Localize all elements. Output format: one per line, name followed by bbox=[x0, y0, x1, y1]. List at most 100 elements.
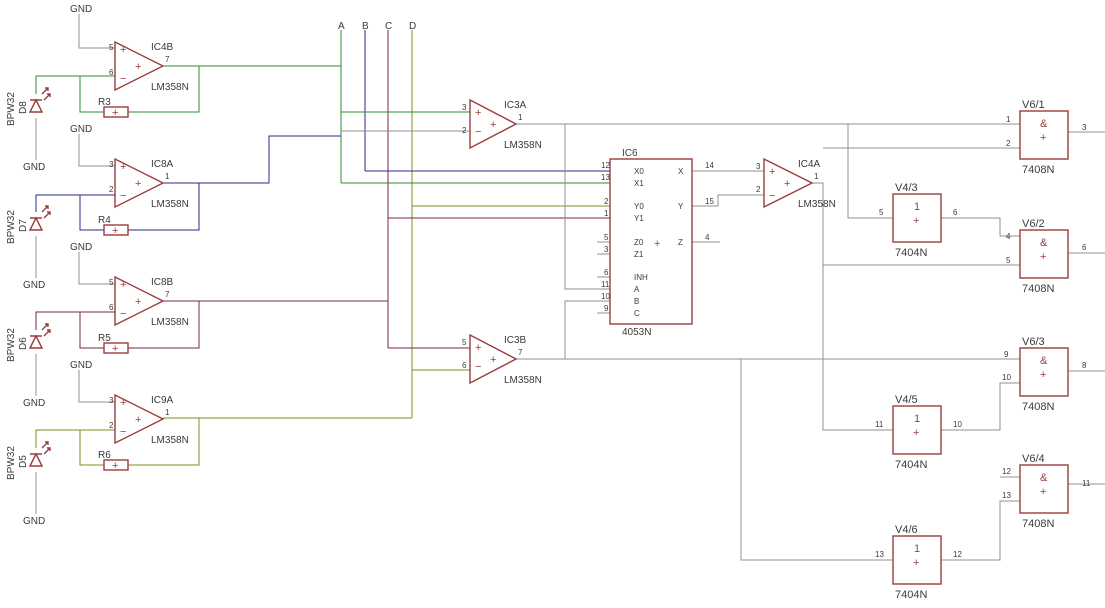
svg-text:10: 10 bbox=[953, 420, 962, 429]
svg-text:2: 2 bbox=[462, 126, 467, 135]
photodiode-d7: BPW32 D7 bbox=[6, 205, 51, 244]
svg-text:−: − bbox=[120, 426, 126, 438]
svg-text:V6/1: V6/1 bbox=[1022, 99, 1045, 111]
photodiode-d6: BPW32 D6 bbox=[6, 323, 51, 362]
svg-text:12: 12 bbox=[953, 550, 962, 559]
svg-text:&: & bbox=[1040, 118, 1048, 130]
svg-text:V4/3: V4/3 bbox=[895, 182, 918, 194]
svg-text:10: 10 bbox=[601, 292, 610, 301]
svg-text:8: 8 bbox=[1082, 361, 1087, 370]
svg-text:−: − bbox=[120, 190, 126, 202]
svg-text:9: 9 bbox=[1004, 350, 1009, 359]
svg-text:7408N: 7408N bbox=[1022, 164, 1054, 176]
svg-text:IC3B: IC3B bbox=[504, 335, 527, 346]
svg-text:IC9A: IC9A bbox=[151, 395, 174, 406]
svg-text:1: 1 bbox=[165, 172, 170, 181]
svg-text:+: + bbox=[1040, 251, 1046, 263]
bus-labels: A B C D bbox=[338, 21, 416, 32]
svg-text:IC6: IC6 bbox=[622, 148, 638, 159]
svg-text:+: + bbox=[913, 557, 919, 569]
opamp-ic4a: +−+ 3 2 1 IC4A LM358N bbox=[756, 157, 836, 210]
svg-text:Z1: Z1 bbox=[634, 250, 644, 259]
gnd-label: GND bbox=[23, 398, 45, 409]
svg-text:1: 1 bbox=[814, 172, 819, 181]
svg-text:+: + bbox=[120, 397, 126, 409]
svg-text:C: C bbox=[634, 309, 640, 318]
svg-text:LM358N: LM358N bbox=[151, 82, 189, 93]
svg-text:+: + bbox=[769, 166, 775, 178]
svg-text:+: + bbox=[490, 354, 496, 366]
svg-text:Y1: Y1 bbox=[634, 214, 644, 223]
gnd-label: GND bbox=[23, 516, 45, 527]
svg-text:IC3A: IC3A bbox=[504, 100, 527, 111]
svg-text:1: 1 bbox=[165, 408, 170, 417]
svg-text:V6/4: V6/4 bbox=[1022, 453, 1045, 465]
and-gate-v6-2: & + 4 5 6 V6/2 7408N bbox=[1006, 218, 1087, 295]
resistor-r6: + R6 bbox=[98, 450, 129, 472]
svg-text:12: 12 bbox=[601, 161, 610, 170]
svg-text:+: + bbox=[112, 460, 118, 472]
svg-text:−: − bbox=[120, 308, 126, 320]
mux-ic6: IC6 4053N + 12 X0 13 X1 2 Y0 1 Y1 5 Z0 3… bbox=[601, 148, 714, 338]
svg-text:+: + bbox=[913, 427, 919, 439]
svg-text:13: 13 bbox=[601, 173, 610, 182]
svg-text:7: 7 bbox=[518, 348, 523, 357]
inverter-v4-3: 1 + 5 6 V4/3 7404N bbox=[879, 182, 958, 259]
svg-text:+: + bbox=[490, 119, 496, 131]
svg-text:+: + bbox=[120, 161, 126, 173]
photodiode-d5: BPW32 D5 bbox=[6, 441, 51, 480]
svg-text:10: 10 bbox=[1002, 373, 1011, 382]
gnd-label: GND bbox=[70, 360, 92, 371]
gnd-label: GND bbox=[70, 4, 92, 15]
svg-text:4: 4 bbox=[705, 233, 710, 242]
svg-text:14: 14 bbox=[705, 161, 714, 170]
svg-text:3: 3 bbox=[109, 160, 114, 169]
svg-text:+: + bbox=[135, 61, 141, 73]
svg-text:+: + bbox=[1040, 486, 1046, 498]
svg-text:6: 6 bbox=[109, 303, 114, 312]
opamp-ic9a: +−+ 3 2 1 IC9A LM358N bbox=[109, 393, 189, 446]
svg-text:+: + bbox=[120, 44, 126, 56]
svg-text:Y0: Y0 bbox=[634, 202, 644, 211]
svg-text:+: + bbox=[135, 296, 141, 308]
svg-text:7408N: 7408N bbox=[1022, 283, 1054, 295]
and-gate-v6-3: & + 9 10 8 V6/3 7408N bbox=[1002, 336, 1087, 413]
svg-text:7404N: 7404N bbox=[895, 459, 927, 471]
svg-text:2: 2 bbox=[109, 185, 114, 194]
svg-text:11: 11 bbox=[601, 280, 610, 289]
photodiode-d8: BPW32 D8 bbox=[6, 87, 51, 126]
svg-text:+: + bbox=[1040, 132, 1046, 144]
svg-text:6: 6 bbox=[1082, 243, 1087, 252]
svg-text:D7: D7 bbox=[18, 219, 29, 232]
svg-text:IC8A: IC8A bbox=[151, 159, 174, 170]
ground-labels: GND GND GND GND GND GND GND GND bbox=[23, 4, 92, 527]
svg-text:3: 3 bbox=[1082, 123, 1087, 132]
svg-text:IC4B: IC4B bbox=[151, 42, 174, 53]
svg-text:2: 2 bbox=[604, 197, 609, 206]
svg-text:+: + bbox=[120, 279, 126, 291]
svg-text:BPW32: BPW32 bbox=[6, 210, 17, 244]
svg-text:4053N: 4053N bbox=[622, 327, 651, 338]
svg-text:11: 11 bbox=[1082, 479, 1091, 488]
opamp-ic8b: +−+ 5 6 7 IC8B LM358N bbox=[109, 275, 189, 328]
svg-text:BPW32: BPW32 bbox=[6, 446, 17, 480]
svg-text:5: 5 bbox=[879, 208, 884, 217]
svg-text:2: 2 bbox=[109, 421, 114, 430]
svg-text:3: 3 bbox=[462, 103, 467, 112]
svg-text:2: 2 bbox=[756, 185, 761, 194]
opamp-ic4b: +−+ 5 6 7 IC4B LM358N bbox=[109, 40, 189, 93]
svg-text:LM358N: LM358N bbox=[798, 199, 836, 210]
svg-text:+: + bbox=[654, 238, 660, 250]
resistor-r5: + R5 bbox=[98, 333, 129, 355]
svg-text:1: 1 bbox=[914, 413, 920, 425]
svg-text:+: + bbox=[475, 107, 481, 119]
svg-text:IC8B: IC8B bbox=[151, 277, 174, 288]
svg-text:−: − bbox=[475, 361, 481, 373]
svg-text:3: 3 bbox=[756, 162, 761, 171]
svg-text:A: A bbox=[634, 285, 640, 294]
svg-text:15: 15 bbox=[705, 197, 714, 206]
svg-text:R5: R5 bbox=[98, 333, 111, 344]
svg-text:Z: Z bbox=[678, 238, 683, 247]
svg-text:1: 1 bbox=[914, 201, 920, 213]
opamp-ic3b: +−+ 5 6 7 IC3B LM358N bbox=[462, 333, 542, 386]
